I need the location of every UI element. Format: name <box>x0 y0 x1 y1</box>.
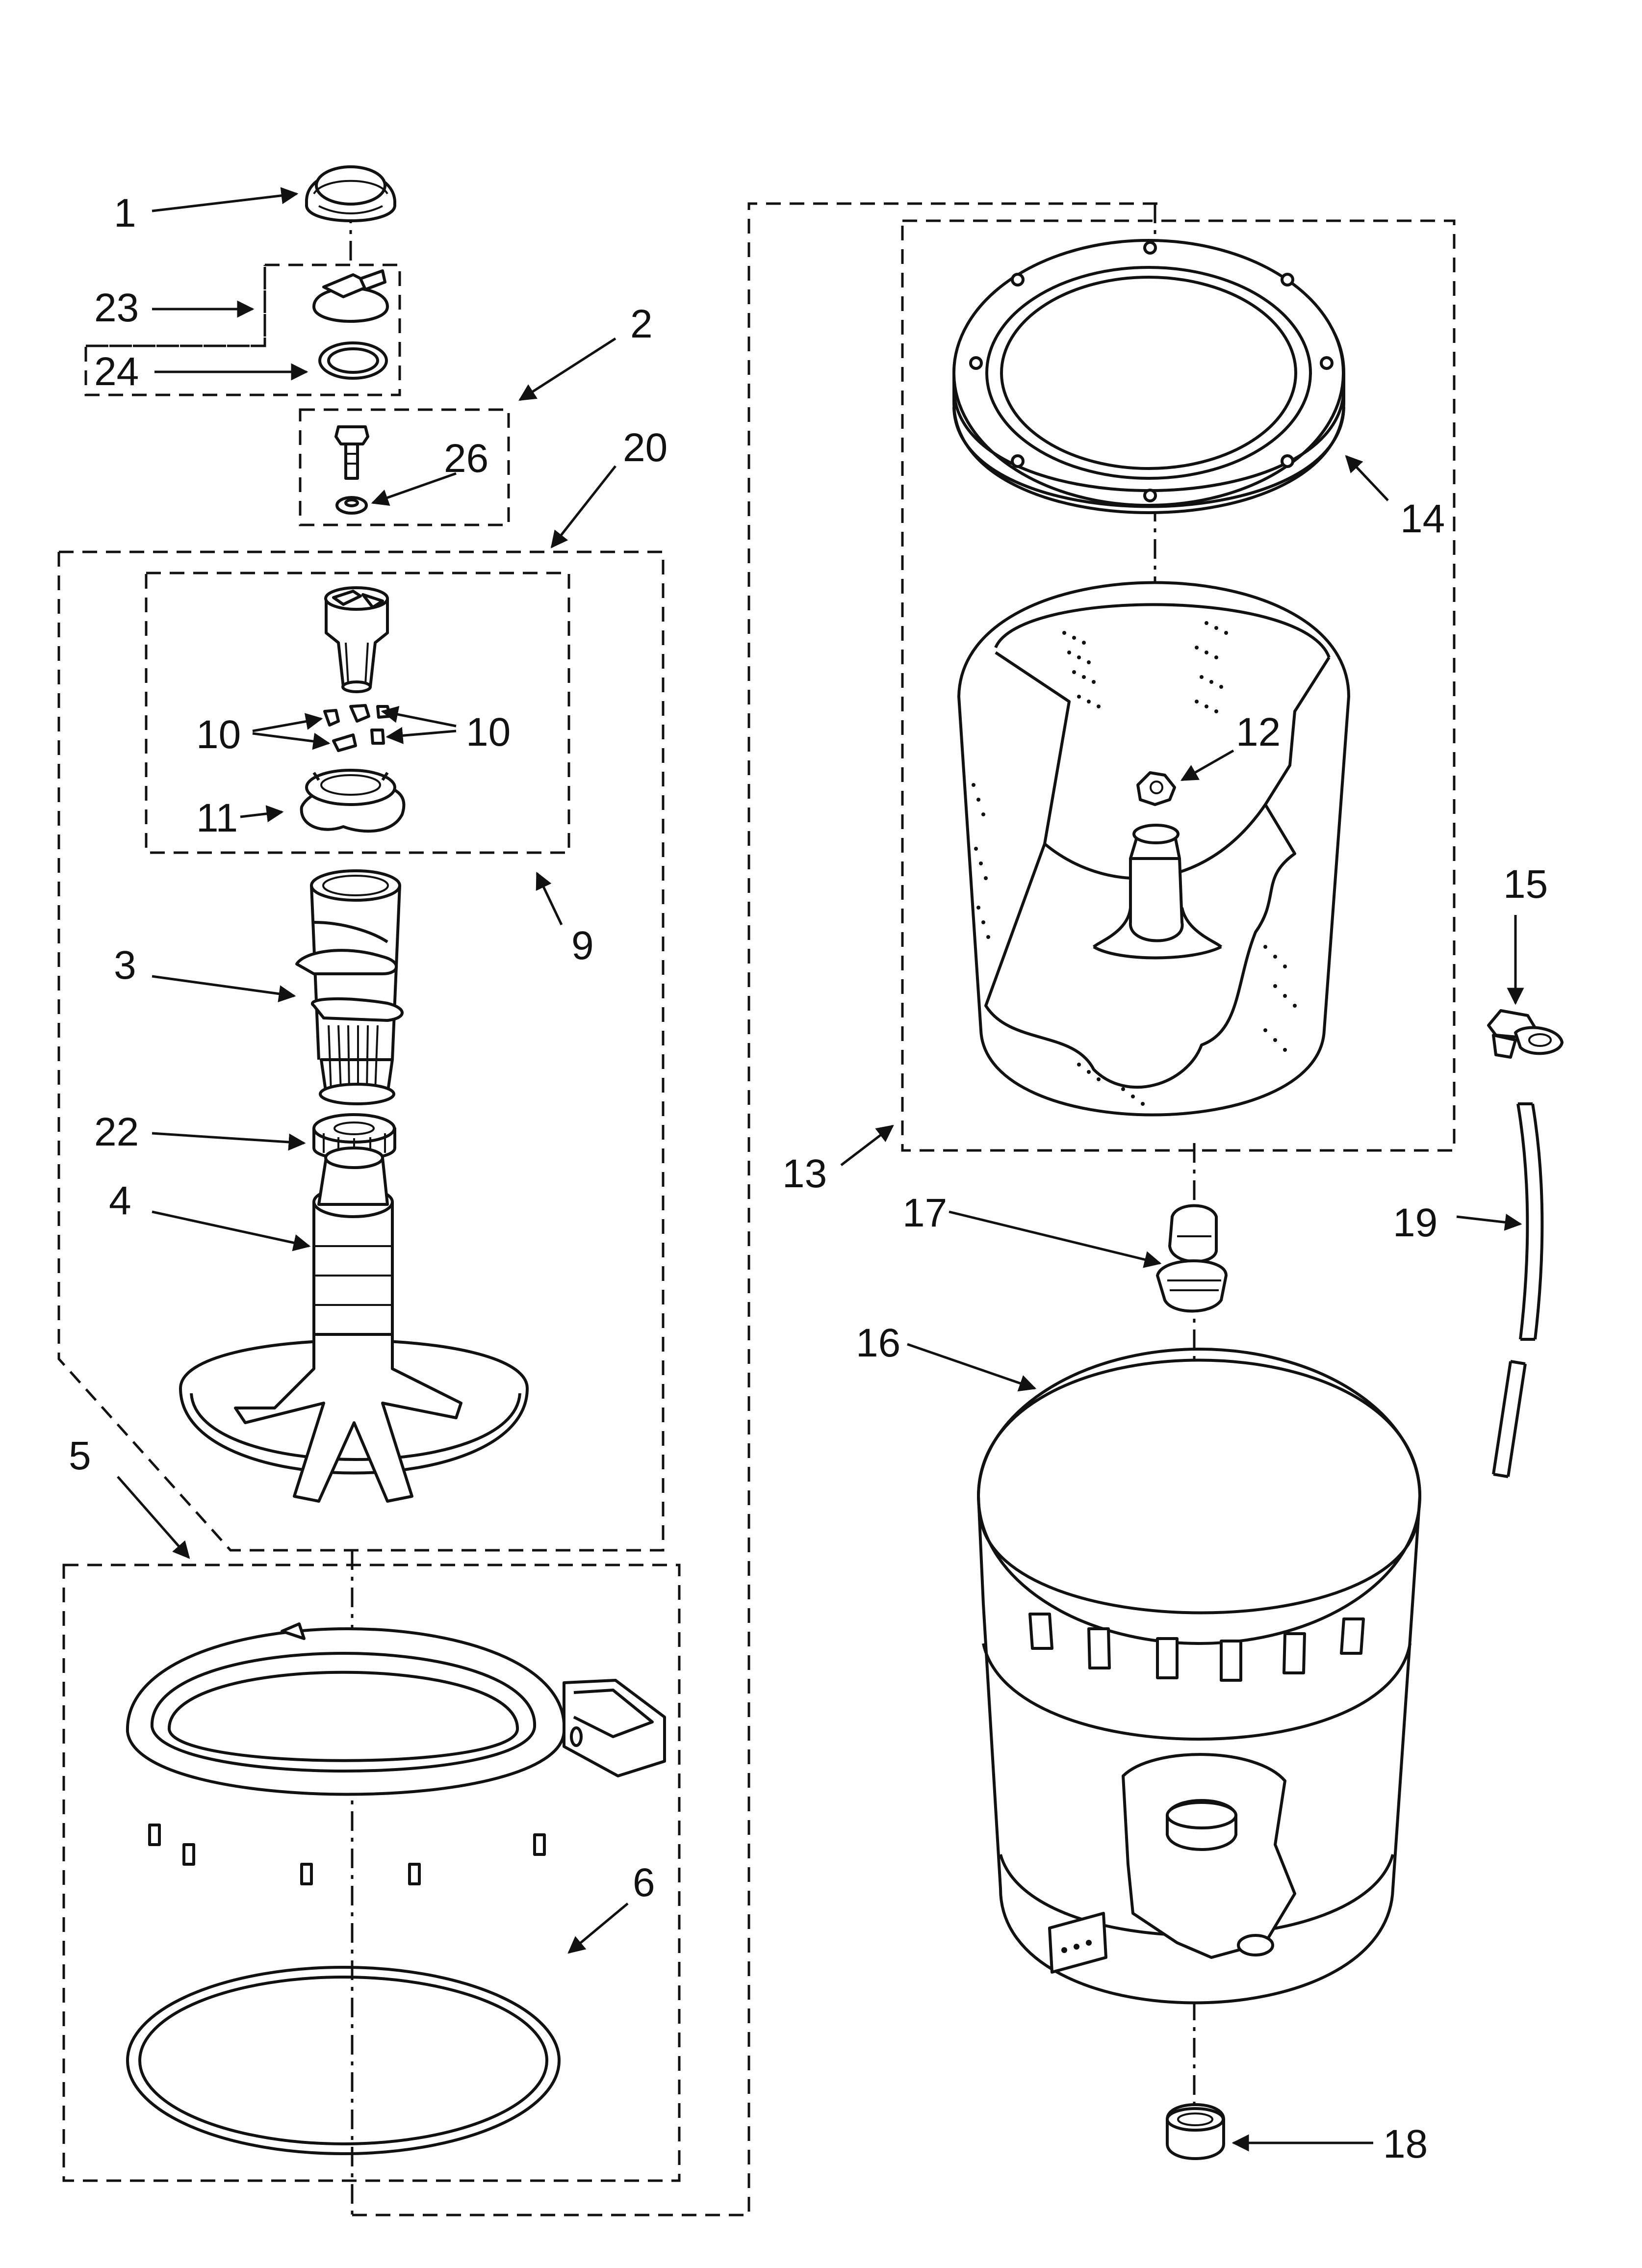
part-9-agitator-cam <box>324 586 389 693</box>
part-15-hose-clip <box>1487 1009 1564 1059</box>
group-box-13 <box>352 202 1160 2216</box>
callout-9: 9 <box>571 923 594 968</box>
callout-4: 4 <box>109 1178 131 1223</box>
callout-24: 24 <box>94 349 139 394</box>
callout-18: 18 <box>1383 2122 1428 2166</box>
callout-6: 6 <box>633 1860 655 1905</box>
part-3-agitator-auger <box>295 869 404 1105</box>
part-2-bolt-assembly <box>334 425 369 515</box>
part-13-wash-basket <box>957 581 1350 1117</box>
callout-labels: 1 23 24 2 26 20 10 10 11 9 3 22 4 5 6 12… <box>69 191 1548 2166</box>
group-box-24 <box>86 265 266 347</box>
group-box-2 <box>299 408 510 526</box>
callout-22: 22 <box>94 1110 139 1154</box>
callout-3: 3 <box>114 943 136 988</box>
callout-2: 2 <box>630 302 653 346</box>
part-4-agitator-base <box>179 1147 529 1503</box>
callout-14: 14 <box>1400 496 1445 541</box>
callout-23: 23 <box>94 286 139 330</box>
callout-26: 26 <box>444 436 488 481</box>
callout-12: 12 <box>1236 710 1281 755</box>
group-box-5 <box>62 1564 681 2182</box>
group-box-14 <box>901 219 1456 1152</box>
part-11-dog-holder <box>300 769 406 833</box>
part-1-agitator-cap <box>305 165 396 222</box>
part-5-tub-ring <box>126 1622 666 1885</box>
callout-17: 17 <box>902 1191 947 1235</box>
group-outlines <box>57 202 1456 2216</box>
callout-15: 15 <box>1503 862 1548 907</box>
part-14-balance-ring <box>952 239 1345 514</box>
callout-1: 1 <box>114 191 136 235</box>
part-23-cap-retainer <box>312 269 389 323</box>
callout-19: 19 <box>1393 1200 1437 1245</box>
callout-13: 13 <box>782 1151 827 1196</box>
part-12-spin-nut <box>1136 771 1176 806</box>
part-6-tub-seal <box>126 1966 561 2155</box>
leader-lines <box>117 187 1524 2152</box>
group-box-20 <box>57 550 665 1552</box>
callout-16: 16 <box>856 1321 900 1365</box>
basket-perforations <box>972 621 1297 1106</box>
callout-11: 11 <box>196 796 238 840</box>
callout-5: 5 <box>69 1434 91 1478</box>
part-19-hose <box>1492 1102 1544 1478</box>
part-18-drain-plug <box>1166 2103 1225 2160</box>
part-17-drive-hub <box>1156 1204 1228 1313</box>
callout-10-right: 10 <box>466 710 511 755</box>
callout-10-left: 10 <box>196 712 241 757</box>
callout-20: 20 <box>623 425 667 470</box>
part-24-o-ring <box>318 341 388 380</box>
part-16-outer-tub <box>977 1348 1421 2005</box>
part-10-agitator-dogs <box>323 704 391 752</box>
